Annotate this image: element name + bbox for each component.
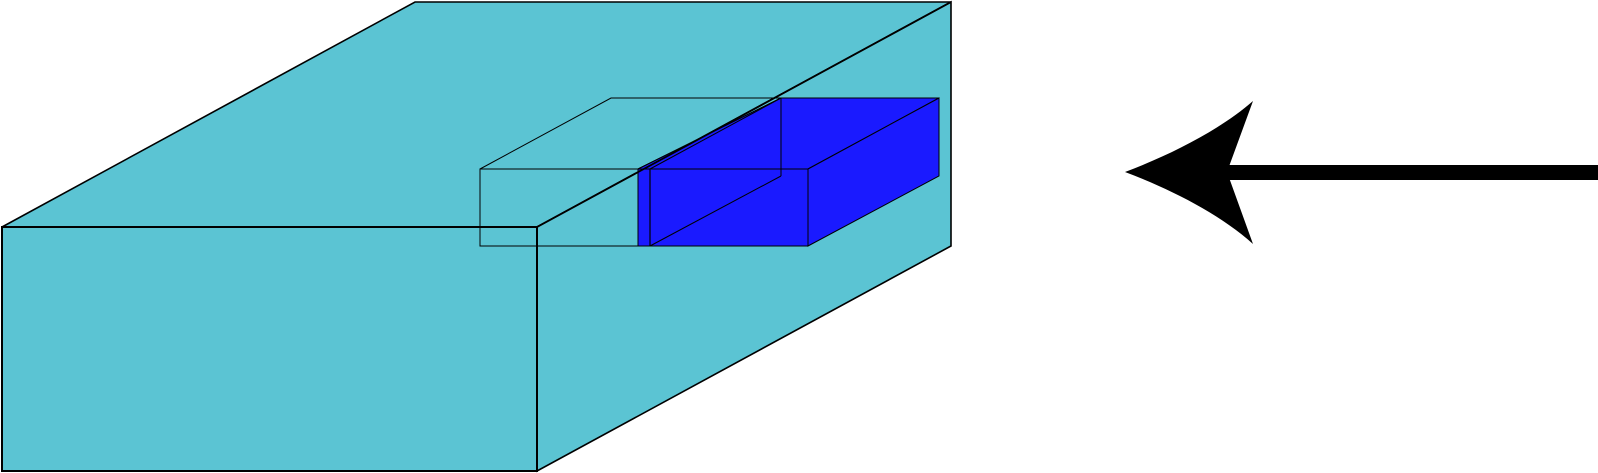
inset-block-inner-diagonal: [649, 175, 782, 247]
large-block-seam-line: [536, 1, 952, 228]
inset-block-inner-top-diagonal: [649, 97, 782, 170]
left-arrow: [1125, 101, 1598, 244]
arrow-shaft: [1225, 165, 1598, 180]
arrow-head-icon: [1125, 101, 1253, 244]
inset-block: [637, 97, 940, 247]
large-block-front-face: [1, 226, 538, 472]
